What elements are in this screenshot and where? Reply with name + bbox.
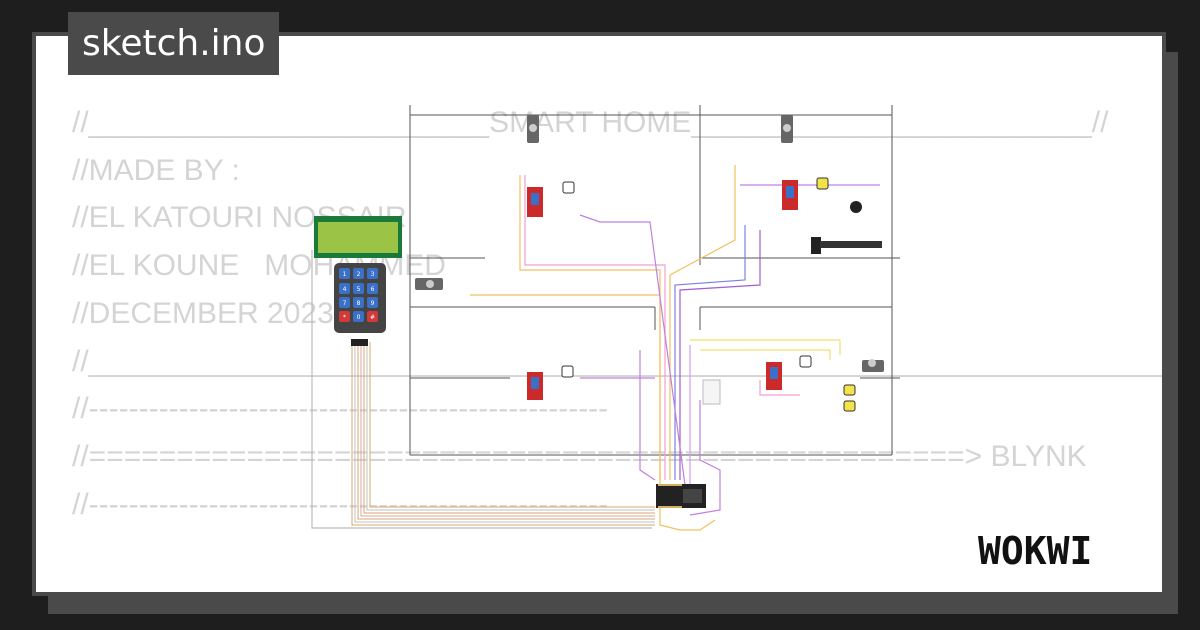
code-line: //--------------------------------------… [72, 392, 609, 425]
relay-module [527, 372, 543, 400]
code-line: //======================================… [72, 440, 1087, 473]
keypad-key: 9 [371, 300, 375, 307]
servo-motor [415, 278, 443, 290]
keypad-key: 8 [357, 300, 361, 307]
keypad-ribbon [351, 342, 655, 526]
code-line: //MADE BY : [72, 154, 240, 187]
keypad-key: 0 [357, 314, 361, 321]
keypad-key: 2 [357, 271, 361, 278]
keypad-key: 3 [371, 271, 375, 278]
keypad-key: 1 [343, 271, 347, 278]
code-line: //________________________SMART HOME____… [72, 106, 1109, 139]
relay-module [782, 180, 798, 210]
dht-sensor [702, 379, 721, 405]
servo-motor [527, 115, 539, 143]
buzzer [850, 201, 862, 213]
led-components [816, 177, 856, 412]
relay-module [527, 187, 543, 217]
code-line: //EL KATOURI NOSSAIR [72, 201, 407, 234]
servo-motor [862, 359, 884, 372]
wokwi-logo: WOKWI [978, 529, 1092, 573]
servo-motor [781, 115, 793, 143]
relay-module [766, 362, 782, 390]
code-line: //______________________________________… [72, 345, 1166, 378]
keypad-key: 7 [343, 300, 347, 307]
keypad-key: 6 [371, 286, 375, 293]
keypad-key: # [370, 314, 375, 321]
lcd-display [314, 216, 402, 258]
esp32-board [656, 484, 706, 508]
slide-potentiometer [811, 237, 882, 254]
keypad: 1 2 3 4 5 6 7 8 9 * 0 # [334, 263, 386, 346]
file-title: sketch.ino [68, 12, 280, 75]
diagram-canvas[interactable]: //________________________SMART HOME____… [32, 32, 1166, 596]
keypad-key: 4 [343, 286, 347, 293]
keypad-key: 5 [357, 286, 361, 293]
brand-text: WOKWI [978, 529, 1092, 573]
code-line: //DECEMBER 2023 [72, 297, 334, 330]
switch-components [561, 181, 812, 378]
keypad-key: * [343, 314, 346, 321]
power-rails [409, 105, 900, 456]
